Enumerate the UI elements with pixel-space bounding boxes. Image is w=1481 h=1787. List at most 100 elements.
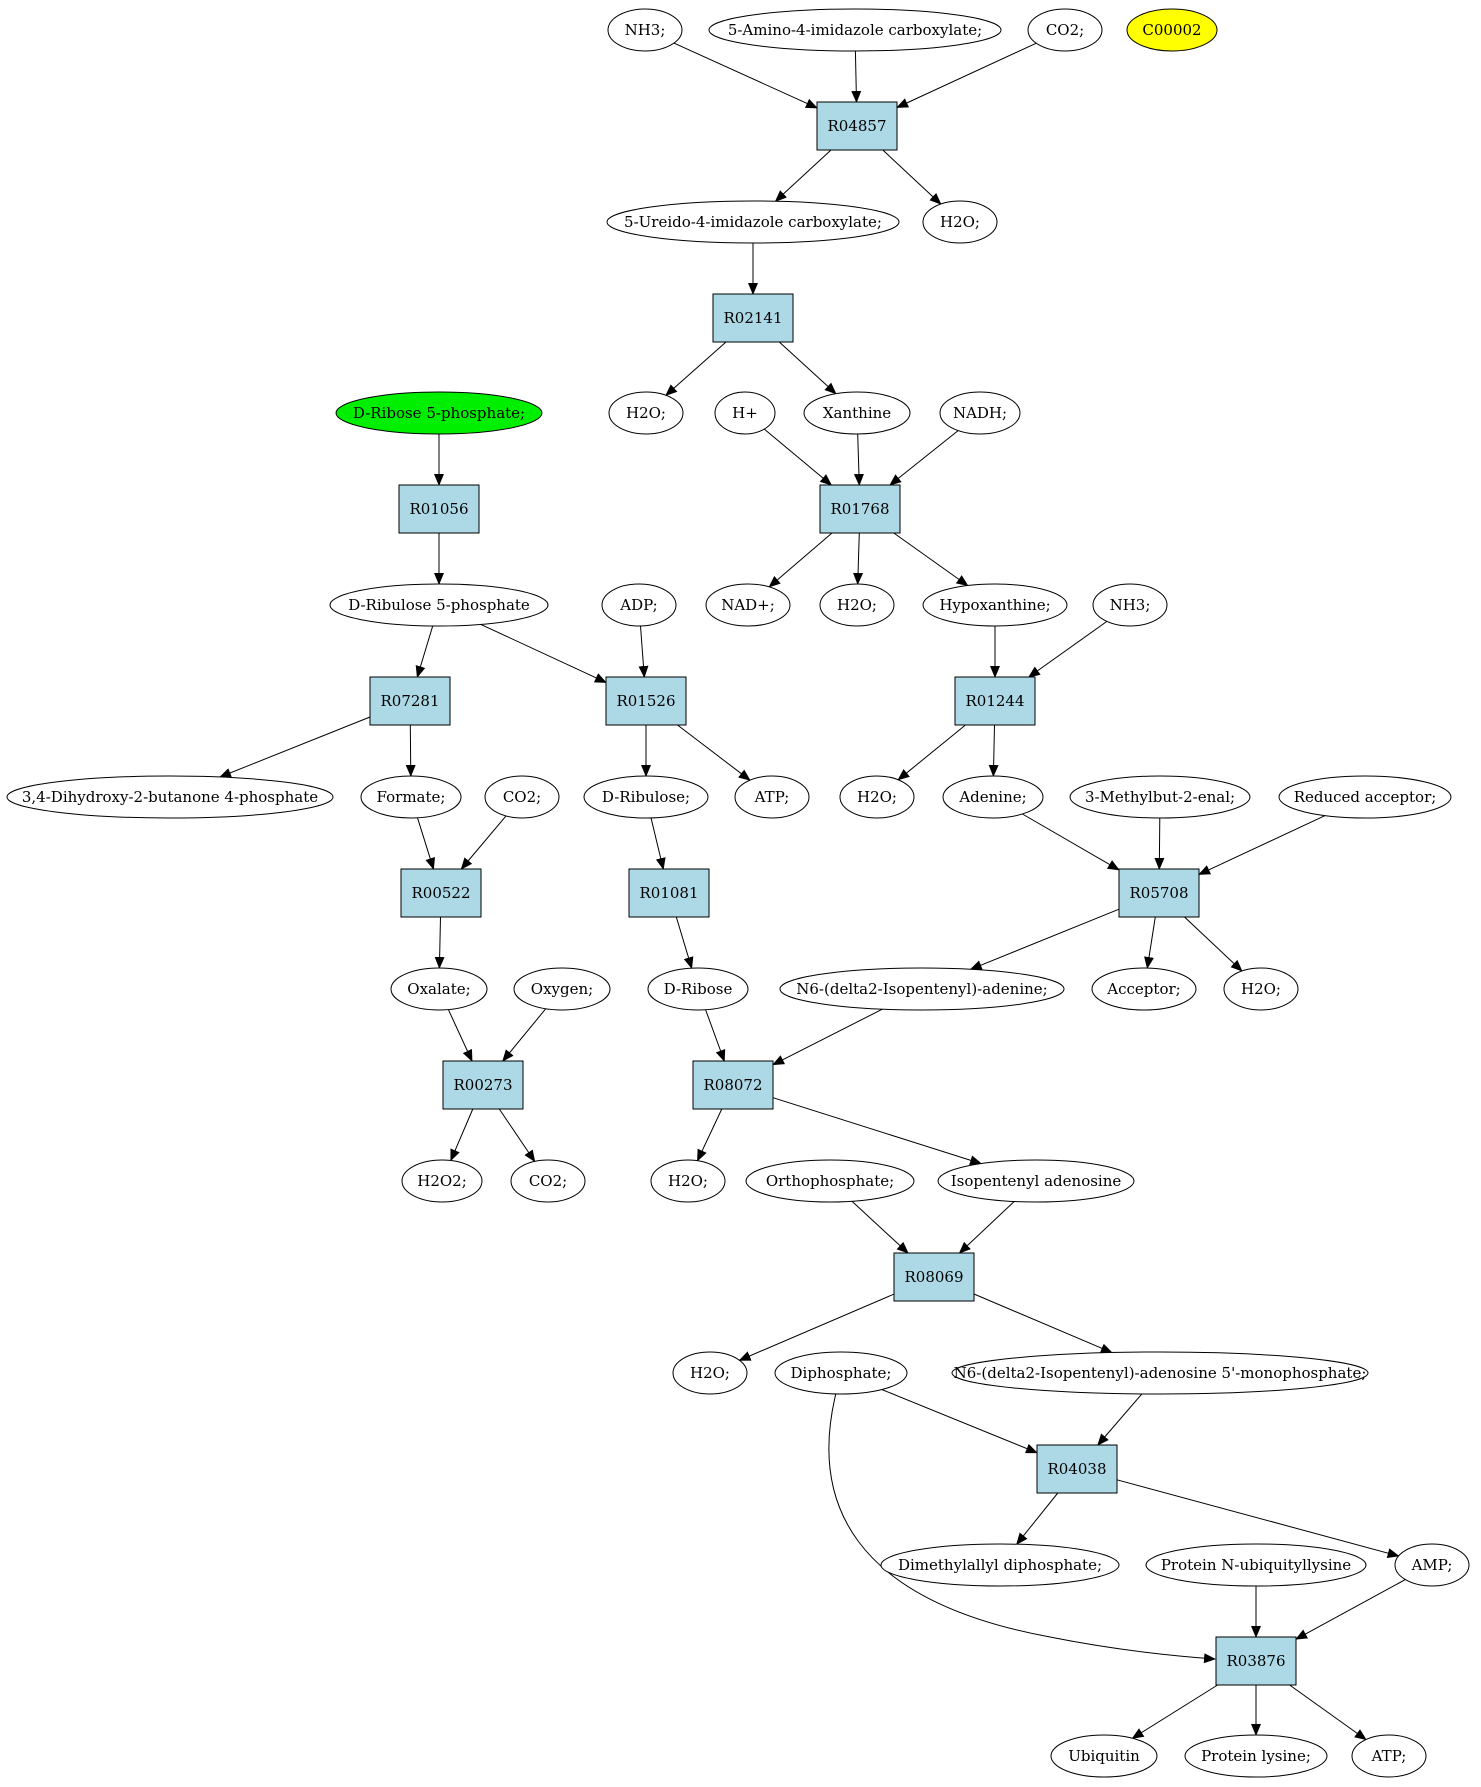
edge-r_R05708-to-c_acceptor	[1144, 916, 1156, 969]
compound-ellipse	[951, 1351, 1369, 1395]
compound-ellipse	[1145, 1543, 1367, 1587]
node-label: D-Ribulose 5-phosphate	[348, 596, 530, 614]
node-label: Isopentenyl adenosine	[951, 1172, 1122, 1190]
compound-ellipse	[6, 775, 334, 819]
edge-r_R01244-to-c_adenine	[988, 724, 999, 777]
compound-node-c_xanthine: Xanthine	[803, 391, 911, 435]
edge-r_R05708-to-c_h2o_e	[1184, 916, 1243, 972]
reaction-box	[954, 676, 1036, 726]
compound-node-c_acceptor: Acceptor;	[1091, 967, 1197, 1011]
node-label: Protein lysine;	[1201, 1747, 1311, 1765]
compound-ellipse	[734, 775, 810, 819]
compound-node-c_h2o_d: H2O;	[839, 775, 915, 819]
node-label: D-Ribose 5-phosphate;	[353, 404, 525, 422]
node-label: ADP;	[619, 596, 657, 614]
node-label: Oxygen;	[531, 980, 593, 998]
node-label: ATP;	[754, 788, 790, 806]
compound-ellipse	[745, 1159, 915, 1203]
reaction-box	[816, 101, 898, 151]
compound-node-c_r5p: D-Ribose 5-phosphate;	[335, 391, 543, 435]
compound-ellipse	[1069, 775, 1251, 819]
reaction-box	[628, 868, 710, 918]
compound-node-c_formate: Formate;	[360, 775, 462, 819]
node-label: 5-Ureido-4-imidazole carboxylate;	[624, 213, 882, 231]
node-label: R08069	[904, 1268, 963, 1286]
compound-node-c_h2o_g: H2O;	[672, 1351, 748, 1395]
node-label: R01081	[639, 884, 698, 902]
reaction-node-r_R04038: R04038	[1036, 1444, 1118, 1494]
compound-ellipse	[1050, 1734, 1158, 1778]
edge-c_nh3_a-to-r_R04857	[673, 42, 818, 109]
compound-ellipse	[647, 967, 749, 1011]
compound-ellipse	[608, 391, 684, 435]
edge-r_R04857-to-c_h2o_a	[882, 149, 942, 205]
edge-r_R01768-to-c_nadplus	[768, 532, 833, 588]
compound-node-c_adp: ADP;	[601, 583, 677, 627]
compound-ellipse	[839, 775, 915, 819]
node-label: Reduced acceptor;	[1294, 788, 1437, 806]
reaction-box	[893, 1252, 975, 1302]
compound-node-c_nadplus: NAD+;	[705, 583, 791, 627]
compound-ellipse	[510, 1159, 586, 1203]
node-label: Orthophosphate;	[766, 1172, 894, 1190]
reaction-node-r_R08069: R08069	[893, 1252, 975, 1302]
reaction-node-r_R01056: R01056	[398, 484, 480, 534]
edge-c_ru5p-to-r_R07281	[415, 625, 434, 678]
edge-r_R02141-to-c_xanthine	[778, 341, 837, 395]
reaction-box	[819, 484, 901, 534]
edge-c_diphosphate-to-r_R03876	[828, 1392, 1216, 1664]
node-label: 3-Methylbut-2-enal;	[1085, 788, 1235, 806]
reaction-box	[398, 484, 480, 534]
edge-r_R00273-to-c_h2o2	[450, 1108, 474, 1162]
compound-node-c_orthophosphate: Orthophosphate;	[745, 1159, 915, 1203]
compound-node-c_co2_b: CO2;	[484, 775, 560, 819]
node-label: AMP;	[1411, 1556, 1453, 1574]
compound-ellipse	[803, 391, 911, 435]
compound-node-c_n6ipa: N6-(delta2-Isopentenyl)-adenine;	[779, 967, 1065, 1011]
compound-ellipse	[708, 8, 1002, 52]
edge-c_orthophosphate-to-r_R08069	[851, 1200, 909, 1254]
compound-node-c_h2o_b: H2O;	[608, 391, 684, 435]
compound-ellipse	[819, 583, 895, 627]
compound-ellipse	[922, 200, 998, 244]
edge-r_R01081-to-c_ribose	[675, 916, 694, 970]
node-label: Diphosphate;	[791, 1364, 892, 1382]
node-label: ATP;	[1371, 1747, 1407, 1765]
node-label: N6-(delta2-Isopentenyl)-adenine;	[796, 980, 1047, 998]
edge-c_amp-to-r_R03876	[1295, 1579, 1406, 1640]
compound-node-c_ribulose: D-Ribulose;	[583, 775, 709, 819]
node-label: H2O2;	[417, 1172, 467, 1190]
compound-ellipse	[1223, 967, 1299, 1011]
node-label: R01056	[409, 500, 468, 518]
compound-node-c_nh3_a: NH3;	[607, 8, 683, 52]
compound-ellipse	[607, 8, 683, 52]
edge-r_R08069-to-c_h2o_g	[738, 1293, 895, 1361]
reaction-node-r_R00273: R00273	[442, 1060, 524, 1110]
compound-node-c_h2o2: H2O2;	[401, 1159, 483, 1203]
edge-c_co2_b-to-r_R00522	[460, 815, 507, 870]
reaction-box	[442, 1060, 524, 1110]
compound-node-c_uic: 5-Ureido-4-imidazole carboxylate;	[606, 200, 900, 244]
node-label: H2O;	[1241, 980, 1281, 998]
node-label: NAD+;	[721, 596, 775, 614]
compound-node-c_methylbutenal: 3-Methylbut-2-enal;	[1069, 775, 1251, 819]
node-label: D-Ribulose;	[602, 788, 690, 806]
node-label: R04038	[1047, 1460, 1106, 1478]
node-label: Protein N-ubiquityllysine	[1161, 1556, 1351, 1574]
compound-node-c_adenine: Adenine;	[942, 775, 1044, 819]
compound-ellipse	[583, 775, 709, 819]
node-label: R00522	[411, 884, 470, 902]
node-label: CO2;	[503, 788, 541, 806]
compound-ellipse	[774, 1351, 908, 1395]
node-label: R01244	[965, 692, 1024, 710]
compound-node-c_diphosphate: Diphosphate;	[774, 1351, 908, 1395]
compound-node-c_aic: 5-Amino-4-imidazole carboxylate;	[708, 8, 1002, 52]
compound-ellipse	[1184, 1734, 1328, 1778]
edge-r_R07281-to-c_dhbp	[219, 716, 371, 778]
edge-c_ribulose-to-r_R01081	[650, 817, 666, 870]
edge-c_redacc-to-r_R05708	[1198, 815, 1326, 875]
compound-node-c_c00002: C00002	[1126, 8, 1218, 52]
compound-ellipse	[360, 775, 462, 819]
compound-ellipse	[705, 583, 791, 627]
edge-r_R03876-to-c_ubiquitin	[1131, 1684, 1218, 1739]
